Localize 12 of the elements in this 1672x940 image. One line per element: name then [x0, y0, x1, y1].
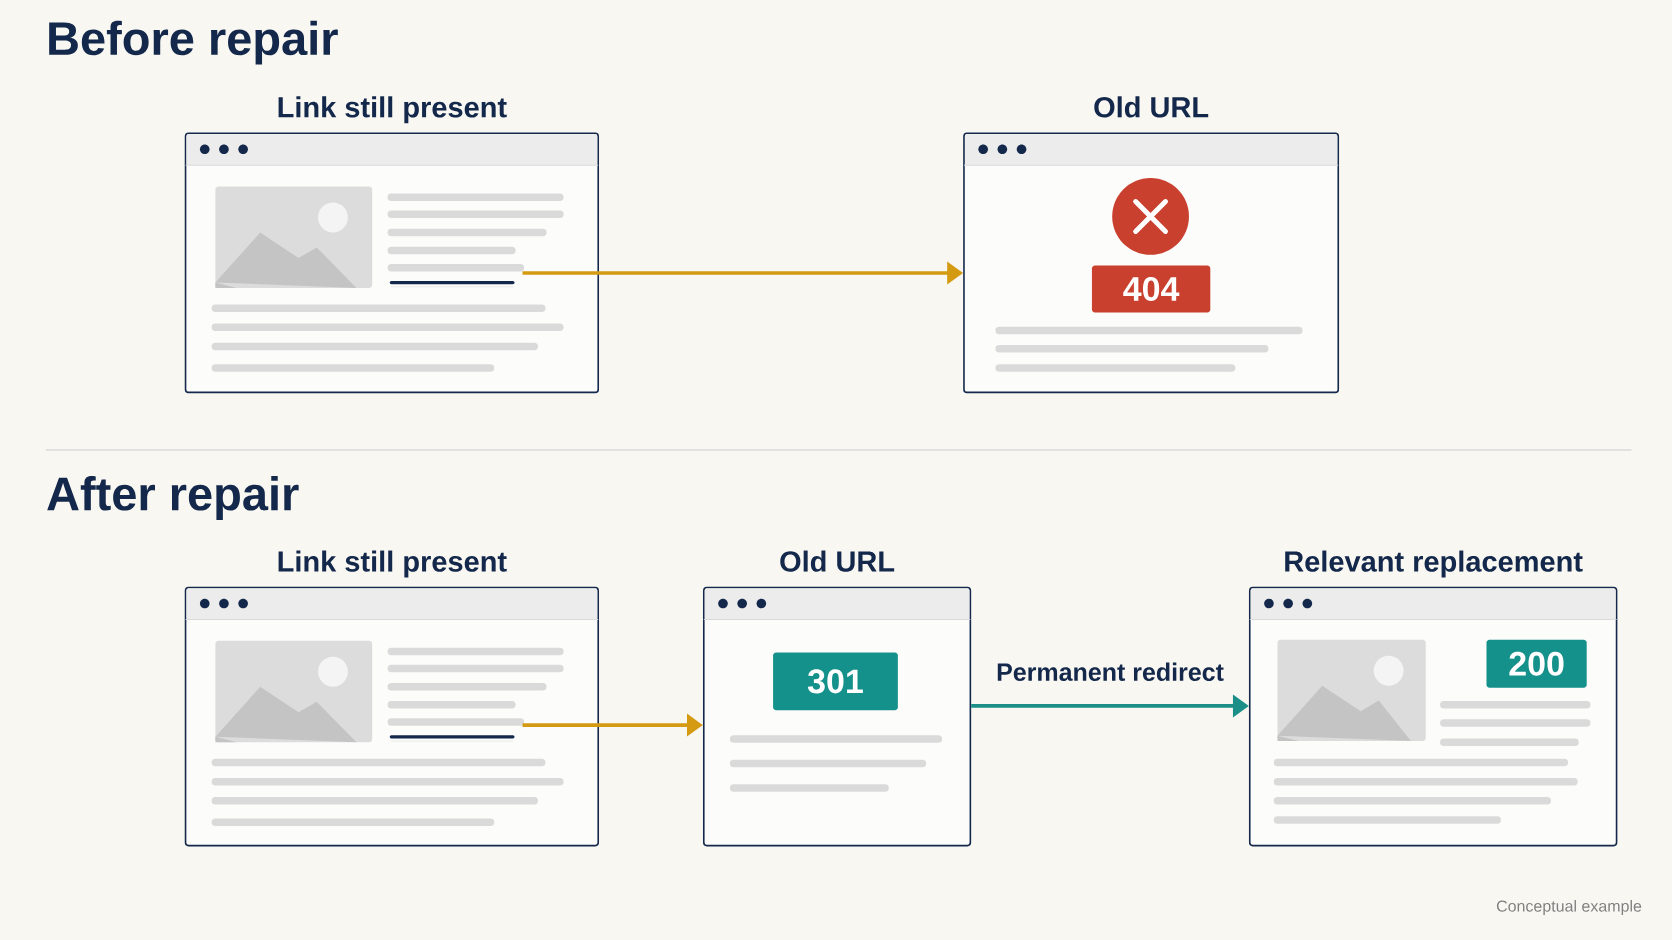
window-heading: Old URL — [1094, 96, 1209, 118]
footnote: Conceptual example — [1496, 899, 1642, 915]
section-heading: After repair — [47, 475, 299, 520]
status-badge: 404 — [1091, 265, 1211, 313]
edge-label: Permanent redirect — [995, 661, 1225, 682]
status-badge: 301 — [773, 652, 898, 710]
window-heading: Link still present — [278, 550, 507, 578]
window-heading: Link still present — [278, 96, 507, 124]
window-heading: Old URL — [780, 550, 895, 572]
window-heading: Relevant replacement — [1285, 550, 1583, 578]
section-heading: Before repair — [49, 20, 338, 65]
status-badge: 200 — [1486, 639, 1587, 688]
